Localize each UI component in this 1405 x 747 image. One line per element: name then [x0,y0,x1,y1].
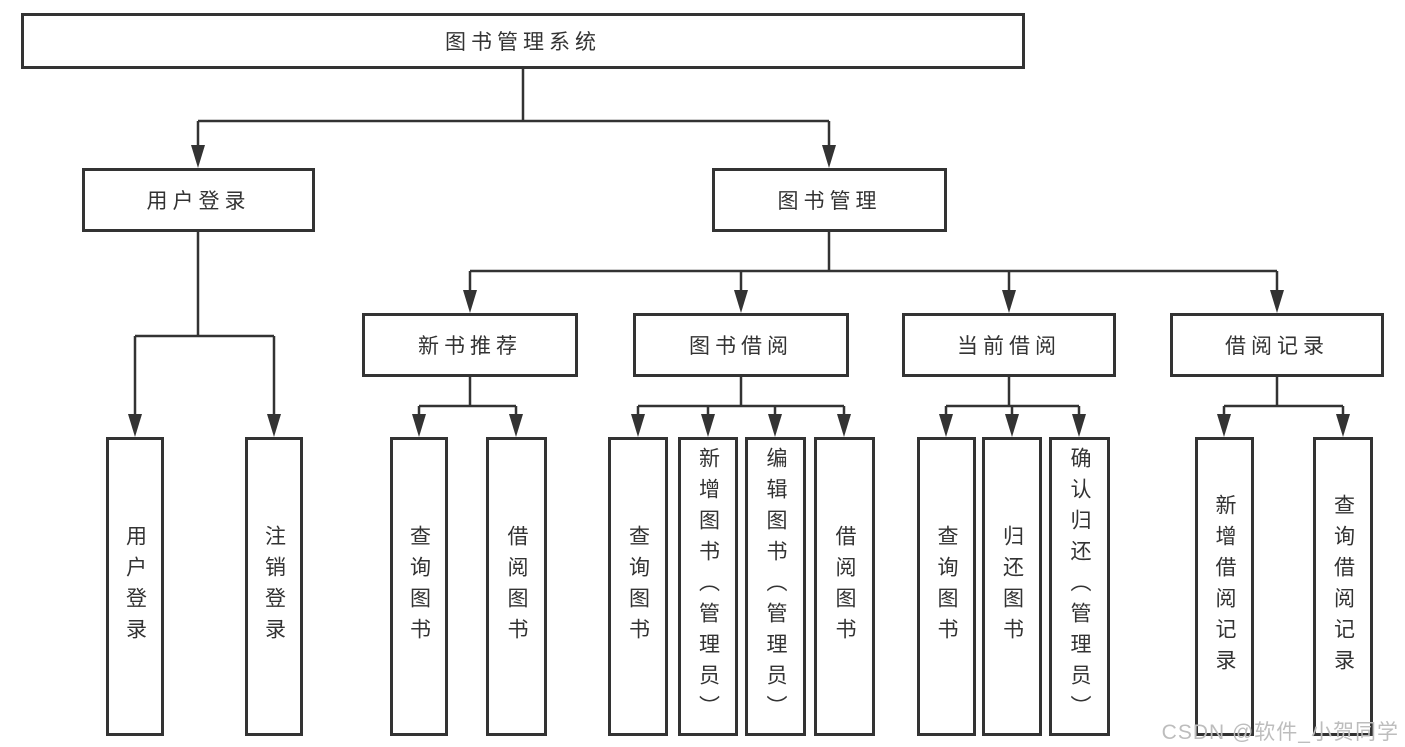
connector-current-to-leaves [944,377,1081,419]
arrowhead [837,414,851,437]
connector-login-to-leaves [133,232,276,419]
node-current-borrow: 当前借阅 [902,313,1116,377]
leaf-label: 编辑图书（管理员） [764,447,787,726]
arrowhead [939,414,953,437]
connector-records-to-leaves [1222,377,1345,419]
node-new-book-recommend: 新书推荐 [362,313,578,377]
leaf-label: 新增图书（管理员） [696,447,720,726]
watermark: CSDN @软件_小贺同学 [1161,721,1399,744]
arrowhead [1002,290,1016,313]
arrowhead [701,414,715,437]
leaf-label: 注销登录 [262,524,286,649]
leaf-label: 借阅图书 [833,524,856,649]
arrowhead [1336,414,1350,437]
arrowhead [631,414,645,437]
leaf-query-books-recommend: 查询图书 [390,437,448,736]
node-label: 借阅记录 [1225,335,1329,358]
leaf-label: 查询图书 [626,524,650,649]
leaf-edit-books-admin: 编辑图书（管理员） [745,437,806,736]
arrowhead [734,290,748,313]
connector-paths [133,69,1345,419]
leaf-label: 用户登录 [123,524,147,649]
arrowhead [1072,414,1086,437]
leaf-label: 查询图书 [407,524,431,649]
arrowhead [267,414,281,437]
leaf-borrow-books-recommend: 借阅图书 [486,437,547,736]
leaf-user-login: 用户登录 [106,437,164,736]
leaf-label: 查询图书 [935,524,958,649]
leaf-label: 新增借阅记录 [1213,493,1236,680]
arrowhead [128,414,142,437]
node-label: 图书借阅 [689,335,793,358]
connector-recommend-to-leaves [417,377,518,419]
arrowhead [412,414,426,437]
node-library-management-system: 图书管理系统 [21,13,1025,69]
node-book-borrow: 图书借阅 [633,313,849,377]
node-label: 当前借阅 [957,335,1061,358]
leaf-confirm-return-admin: 确认归还（管理员） [1049,437,1110,736]
node-label: 图书管理系统 [445,31,601,54]
node-user-login: 用户登录 [82,168,315,232]
leaf-borrow-books: 借阅图书 [814,437,875,736]
leaf-return-books: 归还图书 [982,437,1042,736]
leaf-query-books-current: 查询图书 [917,437,976,736]
arrowhead [822,145,836,168]
node-label: 图书管理 [777,190,882,213]
leaf-add-borrow-record: 新增借阅记录 [1195,437,1254,736]
leaf-logout: 注销登录 [245,437,303,736]
node-borrow-records: 借阅记录 [1170,313,1384,377]
arrowhead [463,290,477,313]
leaf-query-books-borrow: 查询图书 [608,437,668,736]
arrowhead [1270,290,1284,313]
arrowhead [1217,414,1231,437]
node-label: 用户登录 [146,190,251,213]
leaf-label: 查询借阅记录 [1331,493,1355,680]
connector-root-to-level2 [196,69,831,150]
arrowhead [768,414,782,437]
connector-mgmt-to-level3 [468,232,1279,295]
node-label: 新书推荐 [418,335,522,358]
leaf-query-borrow-record: 查询借阅记录 [1313,437,1373,736]
leaf-label: 借阅图书 [505,524,528,649]
arrowheads [128,145,1350,437]
arrowhead [191,145,205,168]
leaf-label: 确认归还（管理员） [1068,447,1091,726]
arrowhead [509,414,523,437]
connector-borrow-to-leaves [636,377,846,419]
arrowhead [1005,414,1019,437]
leaf-label: 归还图书 [1000,524,1024,649]
node-book-management: 图书管理 [712,168,947,232]
leaf-add-books-admin: 新增图书（管理员） [678,437,738,736]
